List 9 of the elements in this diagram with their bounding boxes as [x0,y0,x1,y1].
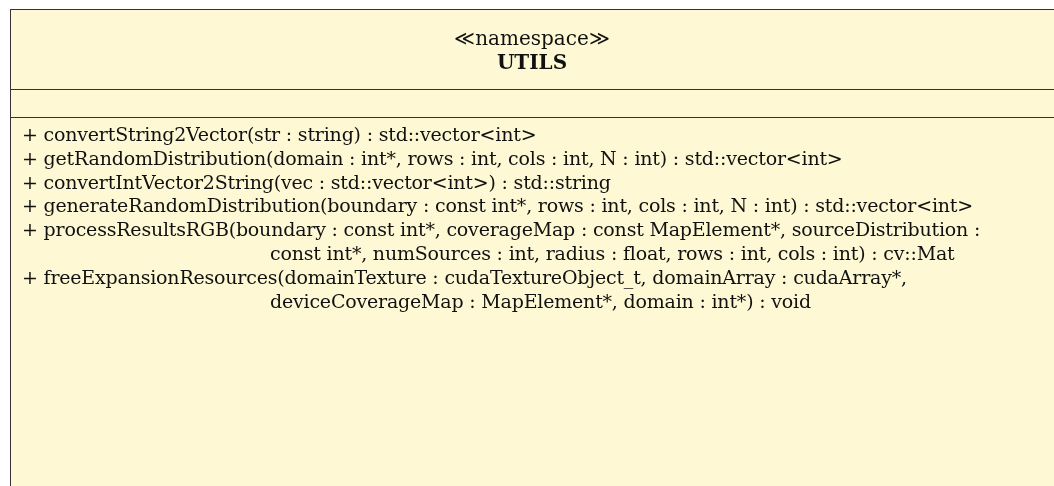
operation-text: + freeExpansionResources(domainTexture : cudaTextureObject_t, domainArray : cudaArray*, deviceCoverageMap : MapElement*, domain : int*) : void [22,265,908,314]
class-box [10,9,1054,486]
operation-text: + convertString2Vector(str : string) : std::vector<int> [22,123,538,147]
operation-text: + generateRandomDistribution(boundary : const int*, rows : int, cols : int, N : int) : std::vector<int> [22,194,974,219]
operation-text: + processResultsRGB(boundary : const int*, coverageMap : const MapElement*, sourceDistribution : const int*, numSources : int, radius : float, rows : int, cols : int) : cv::Mat [22,218,982,266]
operation-text: + getRandomDistribution(domain : int*, rows : int, cols : int, N : int) : std::vector<int> [22,146,844,171]
class-name: UTILS [496,49,568,74]
stereotype-label: ≪namespace≫ [454,25,610,50]
operation-text: + convertIntVector2String(vec : std::vector<int>) : std::string [22,170,612,195]
